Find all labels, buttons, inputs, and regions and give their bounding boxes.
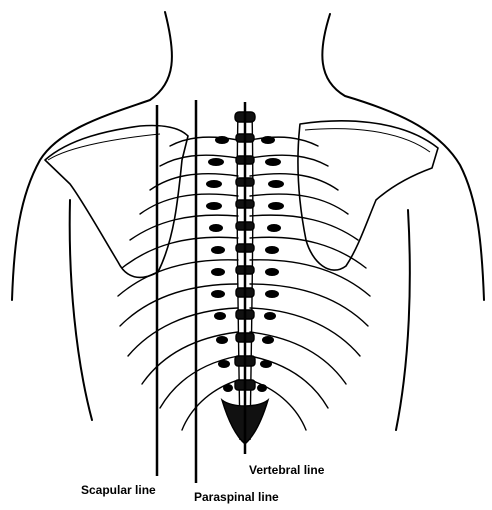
scapular-line-label: Scapular line [81, 483, 156, 497]
body-outline [12, 12, 484, 430]
paraspinal-line-label: Paraspinal line [194, 490, 279, 504]
vertebral-line-label: Vertebral line [249, 463, 325, 477]
scapulae [45, 121, 438, 278]
